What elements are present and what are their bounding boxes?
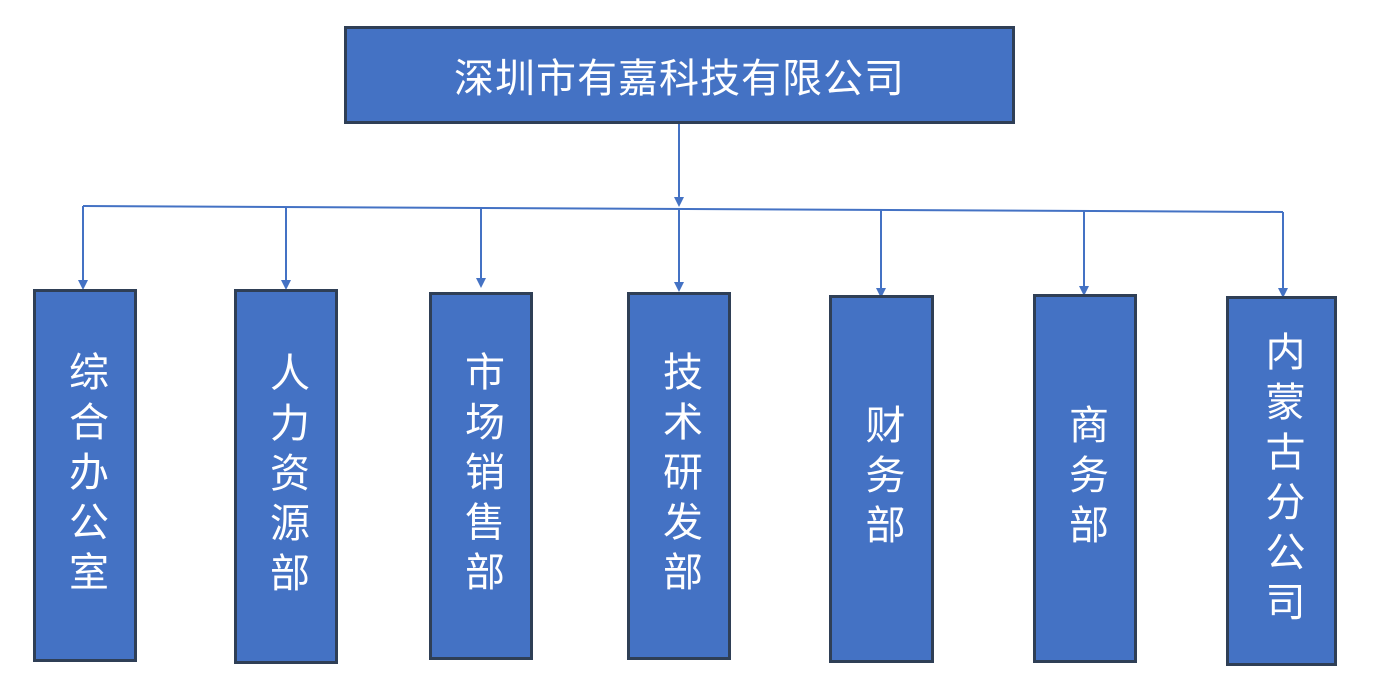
- dept-box-finance: 财务部: [829, 295, 934, 663]
- dept-box-general-office: 综合办公室: [33, 289, 137, 662]
- dept-label-general-office: 综合办公室: [62, 350, 108, 601]
- horizontal-bus: [82, 205, 1284, 213]
- dept-label-hr: 人力资源部: [263, 351, 309, 602]
- root-node-box: 深圳市有嘉科技有限公司: [344, 26, 1015, 124]
- dept-box-tech-rd: 技术研发部: [627, 292, 731, 660]
- dept-label-marketing-sales: 市场销售部: [458, 351, 504, 601]
- dept-label-business: 商务部: [1062, 403, 1108, 554]
- dept-label-tech-rd: 技术研发部: [656, 351, 702, 601]
- dept-box-inner-mongolia-branch: 内蒙古分公司: [1226, 296, 1337, 666]
- dept-label-finance: 财务部: [858, 404, 905, 554]
- dept-box-marketing-sales: 市场销售部: [429, 292, 533, 660]
- root-node-label: 深圳市有嘉科技有限公司: [454, 56, 905, 102]
- dept-label-inner-mongolia-branch: 内蒙古分公司: [1258, 331, 1305, 631]
- dept-box-business: 商务部: [1033, 294, 1137, 663]
- dept-box-hr: 人力资源部: [234, 289, 338, 664]
